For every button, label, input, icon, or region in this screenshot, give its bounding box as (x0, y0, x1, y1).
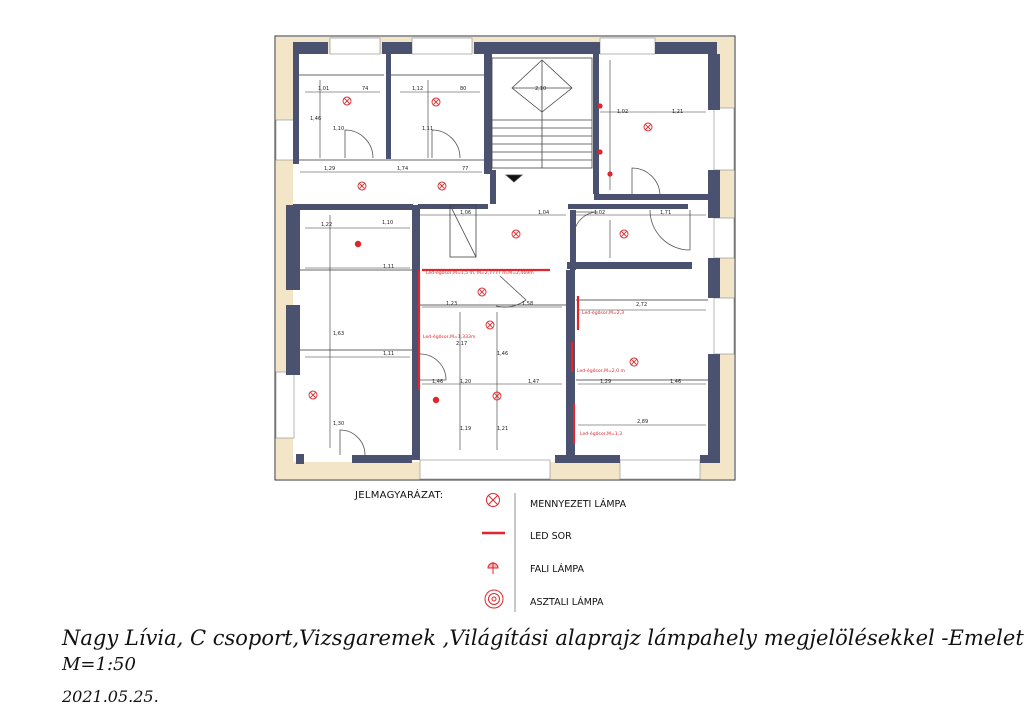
ceiling-lamps (308, 96, 653, 401)
legend-label-ceiling-lamp: MENNYEZETI LÁMPA (530, 499, 627, 510)
svg-text:1,01: 1,01 (318, 86, 329, 92)
svg-text:1,63: 1,63 (333, 331, 344, 337)
led-labels: Led-égősor,M=1,5 m, M=2,7777 m,M=2,469m … (423, 269, 626, 437)
svg-text:Led-égősor,M=1,5 m, M=2,7777 m: Led-égősor,M=1,5 m, M=2,7777 m,M=2,469m (426, 269, 534, 276)
svg-text:1,10: 1,10 (382, 220, 393, 226)
legend-label-led-strip: LED SOR (530, 531, 572, 542)
svg-text:2,89: 2,89 (637, 419, 648, 425)
svg-text:1,19: 1,19 (460, 426, 471, 432)
footer-title: Nagy Lívia, C csoport,Vizsgaremek ,Világ… (62, 626, 1024, 650)
legend-label-wall-lamp: FALI LÁMPA (530, 564, 585, 575)
svg-text:1,29: 1,29 (324, 166, 335, 172)
svg-text:1,46: 1,46 (670, 379, 681, 385)
svg-text:1,46: 1,46 (497, 351, 508, 357)
interior-fill (293, 54, 717, 462)
shaft (449, 204, 477, 258)
svg-text:1,46: 1,46 (432, 379, 443, 385)
svg-text:1,47: 1,47 (528, 379, 539, 385)
svg-text:2,72: 2,72 (636, 302, 647, 308)
table-lamp-icon (484, 589, 504, 609)
svg-text:1,02: 1,02 (594, 210, 605, 216)
svg-text:1,23: 1,23 (446, 301, 457, 307)
ceiling-lamp-icon (486, 493, 500, 507)
svg-text:1,21: 1,21 (497, 426, 508, 432)
staircase (491, 57, 593, 183)
led-strips (417, 268, 580, 444)
svg-text:2,17: 2,17 (456, 341, 467, 347)
svg-text:Led-égősor,M=1,333m: Led-égősor,M=1,333m (423, 333, 476, 340)
plan-border (274, 35, 736, 481)
svg-text:1,12: 1,12 (412, 86, 423, 92)
legend-label-table-lamp: ASZTALI LÁMPA (530, 597, 604, 608)
svg-text:77: 77 (462, 166, 468, 172)
footer-date: 2021.05.25. (62, 687, 159, 706)
svg-text:74: 74 (362, 86, 368, 92)
svg-text:Led-égősor,M=2,0 m: Led-égősor,M=2,0 m (577, 367, 626, 374)
walls (286, 42, 720, 464)
svg-text:1,11: 1,11 (383, 351, 394, 357)
footer-scale: M=1:50 (62, 654, 136, 675)
svg-text:1,29: 1,29 (600, 379, 611, 385)
svg-text:1,11: 1,11 (422, 126, 433, 132)
doors (339, 129, 691, 456)
partitions (299, 74, 708, 381)
svg-text:1,74: 1,74 (397, 166, 408, 172)
svg-text:1,06: 1,06 (460, 210, 471, 216)
svg-text:1,11: 1,11 (383, 264, 394, 270)
wall-lamp-icon (487, 562, 499, 574)
svg-text:80: 80 (460, 86, 466, 92)
wall-lamps (354, 103, 613, 404)
dimension-lines (300, 60, 706, 450)
svg-text:1,20: 1,20 (460, 379, 471, 385)
svg-text:1,04: 1,04 (538, 210, 549, 216)
svg-text:1,46: 1,46 (310, 116, 321, 122)
dimension-labels: 1,01 74 1,12 80 2,10 1,02 1,21 1,46 1,10… (310, 86, 683, 432)
legend-title: JELMAGYARÁZAT: (355, 490, 444, 501)
svg-text:Led-égősor,M=2,3: Led-égősor,M=2,3 (582, 309, 624, 316)
svg-text:2,10: 2,10 (535, 86, 546, 92)
svg-text:Led-égősor,M=1,3: Led-égősor,M=1,3 (580, 430, 622, 437)
svg-text:1,71: 1,71 (660, 210, 671, 216)
svg-text:1,22: 1,22 (321, 222, 332, 228)
svg-text:1,10: 1,10 (333, 126, 344, 132)
svg-text:1,21: 1,21 (672, 109, 683, 115)
svg-text:1,02: 1,02 (617, 109, 628, 115)
svg-text:1,58: 1,58 (522, 301, 533, 307)
svg-text:1,30: 1,30 (333, 421, 344, 427)
